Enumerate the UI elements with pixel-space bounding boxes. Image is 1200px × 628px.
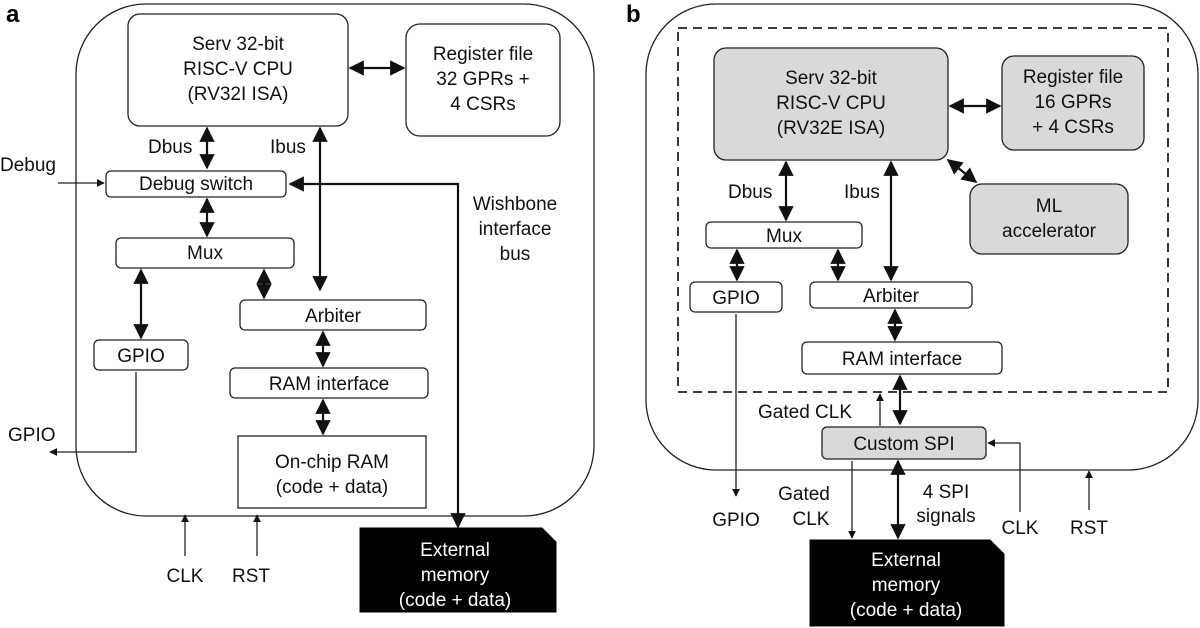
panel-b-cpu-line2: RISC-V CPU — [776, 93, 886, 114]
panel-a-clk-label: CLK — [167, 566, 204, 587]
panel-a-ibus-label: Ibus — [270, 137, 306, 158]
panel-a-cpu-block: Serv 32-bit RISC-V CPU (RV32I ISA) — [127, 13, 349, 127]
panel-b-ram-interface-block: RAM interface — [801, 341, 1003, 375]
panel-a-arbiter-label: Arbiter — [305, 306, 362, 327]
panel-b-cpu-block: Serv 32-bit RISC-V CPU (RV32E ISA) — [713, 47, 949, 161]
panel-b-custom-spi-block: Custom SPI — [821, 426, 987, 460]
panel-b-rst-label: RST — [1070, 518, 1108, 539]
panel-a-cpu-line2: RISC-V CPU — [183, 59, 293, 80]
panel-a-gpio-block-label: GPIO — [117, 346, 165, 367]
panel-a-onchip-ram-line2: (code + data) — [276, 477, 389, 498]
panel-b-ml-accelerator-block: ML accelerator — [969, 183, 1129, 255]
panel-a-register-file-block: Register file 32 GPRs + 4 CSRs — [405, 23, 561, 137]
panel-a-ram-interface-block: RAM interface — [229, 367, 429, 399]
panel-a-ext-mem-line2: memory — [421, 565, 490, 586]
panel-b-regfile-line1: Register file — [1023, 67, 1123, 88]
panel-b-gpio-out-label: GPIO — [712, 510, 760, 531]
panel-a-regfile-line3: 4 CSRs — [450, 94, 515, 115]
panel-a-regfile-line1: Register file — [433, 44, 533, 65]
panel-a-debug-switch-label: Debug switch — [139, 174, 253, 195]
panel-a-external-memory-block: External memory (code + data) — [359, 527, 557, 613]
panel-b-regfile-line3: + 4 CSRs — [1032, 117, 1114, 138]
panel-b-chip-outline — [645, 3, 1199, 471]
panel-b-custom-spi-label: Custom SPI — [853, 434, 954, 455]
panel-b-letter: b — [626, 1, 641, 28]
panel-a-dbus-label: Dbus — [148, 137, 192, 158]
panel-a-ram-interface-label: RAM interface — [269, 374, 389, 395]
panel-b-arbiter-label: Arbiter — [863, 286, 920, 307]
panel-b-spi-signals-line1: 4 SPI — [923, 482, 969, 503]
panel-a-letter: a — [6, 1, 20, 28]
panel-b-dbus-label: Dbus — [728, 182, 772, 203]
panel-a-gpio-out-arrow — [49, 372, 137, 456]
panel-a-gpio-out-label: GPIO — [8, 425, 56, 446]
panel-a-ext-mem-line1: External — [420, 540, 490, 561]
panel-b-ram-interface-label: RAM interface — [842, 349, 962, 370]
panel-a-arbiter-block: Arbiter — [239, 299, 427, 331]
panel-a-onchip-ram-line1: On-chip RAM — [275, 452, 389, 473]
panel-a-debug-label: Debug — [0, 155, 56, 176]
panel-b-register-file-block: Register file 16 GPRs + 4 CSRs — [1001, 55, 1145, 151]
panel-b-ml-line1: ML — [1036, 196, 1062, 217]
panel-b-gated-clk-bottom-line2: CLK — [793, 509, 830, 530]
panel-a-wishbone-line1: Wishbone — [473, 194, 558, 215]
panel-b-regfile-line2: 16 GPRs — [1034, 92, 1111, 113]
panel-a-cpu-line1: Serv 32-bit — [192, 34, 285, 55]
panel-b-mux-block: Mux — [705, 221, 863, 249]
panel-b-gpio-block: GPIO — [689, 281, 783, 313]
panel-b-mux-label: Mux — [766, 226, 802, 247]
panel-b-ext-mem-line1: External — [871, 550, 941, 571]
panel-b-gated-clk-bottom-line1: Gated — [778, 484, 830, 505]
panel-b-cpu-line1: Serv 32-bit — [785, 68, 878, 89]
panel-a-rst-label: RST — [232, 566, 270, 587]
panel-b-dashed-boundary — [677, 27, 1169, 393]
panel-a-debug-switch-block: Debug switch — [105, 170, 287, 198]
panel-b-cpu-ml-arrow — [946, 159, 978, 183]
panel-b-ext-mem-line3: (code + data) — [850, 600, 963, 621]
panel-a-regfile-line2: 32 GPRs + — [436, 69, 529, 90]
panel-b-cpu-line3: (RV32E ISA) — [777, 118, 885, 139]
panel-a-gpio-block: GPIO — [93, 339, 189, 371]
panel-a-wishbone-line3: bus — [500, 244, 531, 265]
panel-b-clk-label: CLK — [1002, 518, 1039, 539]
panel-b-gpio-block-label: GPIO — [712, 288, 760, 309]
panel-a-mux-label: Mux — [187, 243, 223, 264]
panel-b-arbiter-block: Arbiter — [809, 281, 973, 309]
panel-a-onchip-ram-block: On-chip RAM (code + data) — [237, 435, 427, 509]
panel-b-ml-line2: accelerator — [1002, 221, 1097, 242]
panel-a-cpu-line3: (RV32I ISA) — [187, 84, 288, 105]
panel-a-external-bus-arrow — [288, 176, 466, 529]
panel-b-ibus-label: Ibus — [844, 182, 880, 203]
panel-b-gated-clk-top-label: Gated CLK — [758, 402, 852, 423]
panel-a-ext-mem-line3: (code + data) — [399, 590, 512, 611]
panel-a-mux-block: Mux — [115, 237, 295, 269]
panel-b-spi-signals-line2: signals — [916, 506, 975, 527]
panel-b-clk-arrow — [987, 439, 1021, 512]
panel-a-wishbone-line2: interface — [479, 219, 552, 240]
panel-b-external-memory-block: External memory (code + data) — [809, 539, 1005, 627]
panel-b-ext-mem-line2: memory — [872, 575, 941, 596]
